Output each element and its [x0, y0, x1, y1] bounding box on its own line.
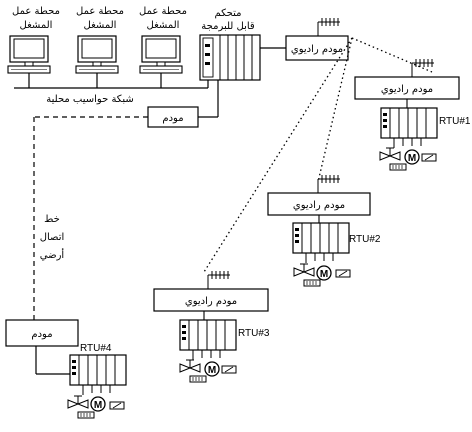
rtu-2-name: RTU#2 — [349, 234, 381, 245]
workstation-1-subtitle: المشغل — [20, 20, 53, 31]
main-antenna-icon — [317, 17, 341, 37]
computer-icon — [139, 35, 183, 74]
rtu-1-rack — [380, 107, 438, 149]
rtu-4-motor-icon: M — [90, 396, 106, 412]
computer-icon — [75, 35, 119, 74]
workstation-3[interactable] — [139, 35, 183, 74]
landline-label-2: اتصال — [40, 232, 65, 243]
rtu-3[interactable]: مودم راديوي RTU#3 M — [153, 270, 270, 383]
rtu-3-antenna-icon — [207, 270, 231, 290]
central-modem[interactable]: مودم — [147, 106, 199, 128]
workstation-3-title: محطة عمل — [139, 6, 187, 17]
plc-title: متحكم — [214, 8, 241, 19]
rtu-2-antenna-icon — [317, 174, 341, 194]
rtu-2-motor-icon: M — [316, 265, 332, 281]
rtu-3-rack — [179, 319, 237, 361]
lan-label: شبكة حواسيب محلية — [46, 94, 133, 105]
svg-text:M: M — [94, 400, 102, 411]
workstation-1-title: محطة عمل — [12, 6, 60, 17]
rtu-4[interactable]: مودم RTU#4 M — [5, 319, 127, 419]
landline-link — [33, 116, 148, 320]
rtu-3-name: RTU#3 — [238, 328, 270, 339]
rtu-2[interactable]: مودم راديوي RTU#2 M — [267, 174, 381, 287]
rtu-1[interactable]: مودم راديوي RTU#1 M — [354, 58, 471, 171]
workstation-2[interactable] — [75, 35, 119, 74]
rtu-3-motor-icon: M — [204, 361, 220, 377]
workstation-2-subtitle: المشغل — [84, 20, 117, 31]
workstation-3-subtitle: المشغل — [147, 20, 180, 31]
rtu-4-name: RTU#4 — [80, 343, 112, 354]
rtu-1-motor-icon: M — [404, 149, 420, 165]
plc-controller[interactable] — [199, 34, 261, 81]
computer-icon — [7, 35, 51, 74]
workstation-2-title: محطة عمل — [76, 6, 124, 17]
main-radio-modem[interactable]: مودم راديوي — [285, 35, 349, 61]
rtu-4-modem-label: مودم — [31, 329, 52, 340]
rtu-4-rack — [69, 354, 127, 396]
landline-label-3: أرضي — [40, 248, 65, 261]
rtu-3-radio-modem[interactable] — [153, 288, 269, 312]
plc-subtitle: قابل للبرمجة — [201, 21, 255, 32]
radio-links — [203, 37, 433, 273]
rtu-4-modem[interactable] — [5, 319, 79, 347]
landline-label-1: خط — [44, 214, 60, 225]
main-radio-modem-label: مودم راديوي — [291, 44, 343, 55]
plc-modem-link — [198, 80, 219, 118]
rtu-1-modem-label: مودم راديوي — [381, 84, 433, 95]
rtu-2-rack — [292, 222, 350, 264]
rtu-1-name: RTU#1 — [439, 116, 471, 127]
svg-text:M: M — [208, 365, 216, 376]
workstation-1[interactable] — [7, 35, 51, 74]
svg-text:M: M — [408, 153, 416, 164]
central-modem-label: مودم — [162, 113, 183, 124]
rtu-3-modem-label: مودم راديوي — [185, 296, 237, 307]
rtu-2-modem-label: مودم راديوي — [293, 200, 345, 211]
svg-text:M: M — [320, 269, 328, 280]
